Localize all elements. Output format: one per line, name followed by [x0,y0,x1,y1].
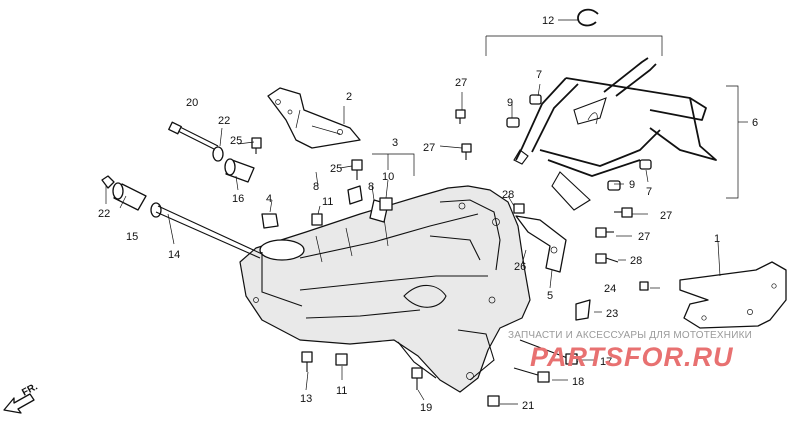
bracket-26 [515,215,567,273]
bolt-28-upper [513,203,525,214]
callout-14: 14 [168,249,180,261]
watermark-logo: PARTSFOR.RU [530,342,734,372]
callout-1: 1 [714,233,720,245]
bushing-16 [224,158,255,183]
callout-labels: 1 2 3 4 5 6 7 7 8 8 9 9 10 11 11 12 13 1… [98,15,758,414]
part-10 [379,197,393,211]
bolt-27-left [461,143,472,160]
leader-lines [105,19,721,405]
subframe-assembly [485,35,748,211]
part-24 [639,281,649,291]
callout-22-top: 22 [218,115,230,127]
arrow-down-left-icon [3,393,35,414]
plate-1 [679,261,787,329]
callout-18: 18 [572,376,584,388]
callout-8-left: 8 [313,181,319,193]
bolt-13 [301,351,313,372]
part-11-upper [311,213,323,226]
callout-24: 24 [604,283,616,295]
callout-20: 20 [186,97,198,109]
callout-7-top: 7 [536,69,542,81]
callout-16: 16 [232,193,244,205]
bolt-25-mid [351,159,363,180]
callout-5: 5 [547,290,553,302]
clip-23 [575,299,591,321]
callout-13: 13 [300,393,312,405]
callout-12: 12 [542,15,554,27]
callout-9-left: 9 [507,97,513,109]
callout-2: 2 [346,91,352,103]
bolt-21 [487,395,500,407]
callout-27-right-1: 27 [660,210,672,222]
collar-22-top [212,146,224,162]
bolt-27-right-1 [614,207,633,218]
bushing-15 [112,182,147,211]
callout-15: 15 [126,231,138,243]
front-direction-indicator: FR. [3,381,40,414]
clip-12 [577,8,599,27]
callout-22-left: 22 [98,208,110,220]
callout-6: 6 [752,117,758,129]
callout-25-mid: 25 [330,163,342,175]
part-4 [261,213,279,229]
callout-17: 17 [600,356,612,368]
callout-26: 26 [514,261,526,273]
nut-11-lower [335,353,348,366]
callout-27-left: 27 [423,142,435,154]
collar-22-left [101,175,115,189]
front-label: FR. [20,381,40,398]
bolt-17 [519,339,579,365]
shaft-14 [150,202,263,259]
bolt-20 [168,121,219,151]
main-frame [239,185,531,393]
callout-3: 3 [392,137,398,149]
callout-11-lower: 11 [336,385,347,397]
callout-9-right: 9 [629,179,635,191]
callout-27-right-2: 27 [638,231,650,243]
callout-25-left: 25 [230,135,242,147]
callout-21: 21 [522,400,534,412]
bracket-2 [267,87,361,149]
callout-4: 4 [266,193,272,205]
bolt-18 [513,367,550,383]
watermark: ЗАПЧАСТИ И АКСЕССУАРЫ ДЛЯ МОТОТЕХНИКИ PA… [508,330,752,372]
bolt-27-top [455,109,466,124]
bolt-28-right [595,253,619,264]
callout-8-mid: 8 [368,181,374,193]
bolt-19 [411,367,423,390]
callout-28-upper: 28 [502,189,514,201]
bolt-27-right-2 [595,227,614,238]
callout-23: 23 [606,308,618,320]
callout-11-upper: 11 [322,196,333,208]
callout-7-right: 7 [646,186,652,198]
callout-27-top: 27 [455,77,467,89]
callout-28-right: 28 [630,255,642,267]
bolt-25-top [251,137,262,154]
watermark-caption: ЗАПЧАСТИ И АКСЕССУАРЫ ДЛЯ МОТОТЕХНИКИ [508,330,752,341]
callout-19: 19 [420,402,432,414]
callout-10: 10 [382,171,394,183]
